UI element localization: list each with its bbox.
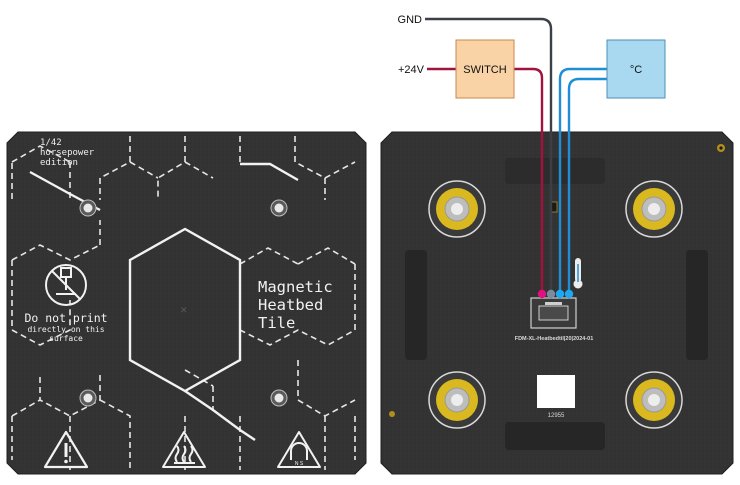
no-print-icon [45,264,87,306]
thermistor-wire-1 [558,67,608,293]
warning-icon [43,430,89,469]
serial-number: 12955 [548,413,565,419]
svg-text:N S: N S [295,461,304,467]
v24-label: +24V [398,64,425,76]
gnd-wire [425,17,553,293]
board-shadow-pads [405,158,708,450]
hex-grid-lines [11,136,356,470]
edition-line3: edition [40,158,78,168]
mount-hole [270,389,288,407]
edition-line1: 1/42 [40,138,62,148]
mount-hole [79,389,97,407]
corner-via [717,144,725,152]
mount-hole [79,199,97,217]
pin-thermistor-1 [555,289,565,299]
pin-thermistor-2 [564,289,574,299]
switch-box: SWITCH [455,39,515,99]
wiring: GND +24V SWITCH °C [398,14,666,299]
warning-line1: Do not print [24,311,107,325]
wire-connector [530,297,577,329]
switch-label: SWITCH [463,64,506,76]
gnd-label: GND [398,14,423,26]
warning-line2: directly on this [27,325,104,334]
edition-line2: horsepower [40,148,95,158]
pcb-label: FDM-XL-Heatbedtil|20|2024-01 [515,336,594,342]
center-marker: ✕ [180,305,188,315]
warning-line3: surface [49,334,83,343]
title-line3: Tile [258,314,295,332]
pin-gnd [546,289,556,299]
temperature-box: °C [606,39,666,99]
serial-sticker [537,375,575,408]
magnet-pad [428,180,486,238]
title-line1: Magnetic [258,278,333,296]
magnet-pad [428,371,486,429]
magnet-pad [625,371,683,429]
right-tile: FDM-XL-Heatbedtil|20|2024-01 12955 [380,131,734,475]
mount-hole [270,199,288,217]
title-line2: Heatbed [258,296,323,314]
left-tile: 1/42 horsepower edition Do not prin [6,131,367,475]
corner-via [389,411,395,417]
pin-power [537,289,547,299]
thermistor-icon [573,258,583,289]
magnet-icon: N S [277,431,321,468]
hot-surface-icon [162,431,206,468]
power-wire-out [514,67,544,293]
temperature-label: °C [630,64,642,76]
magnet-pad [625,180,683,238]
thermistor-wire-2 [567,77,608,293]
